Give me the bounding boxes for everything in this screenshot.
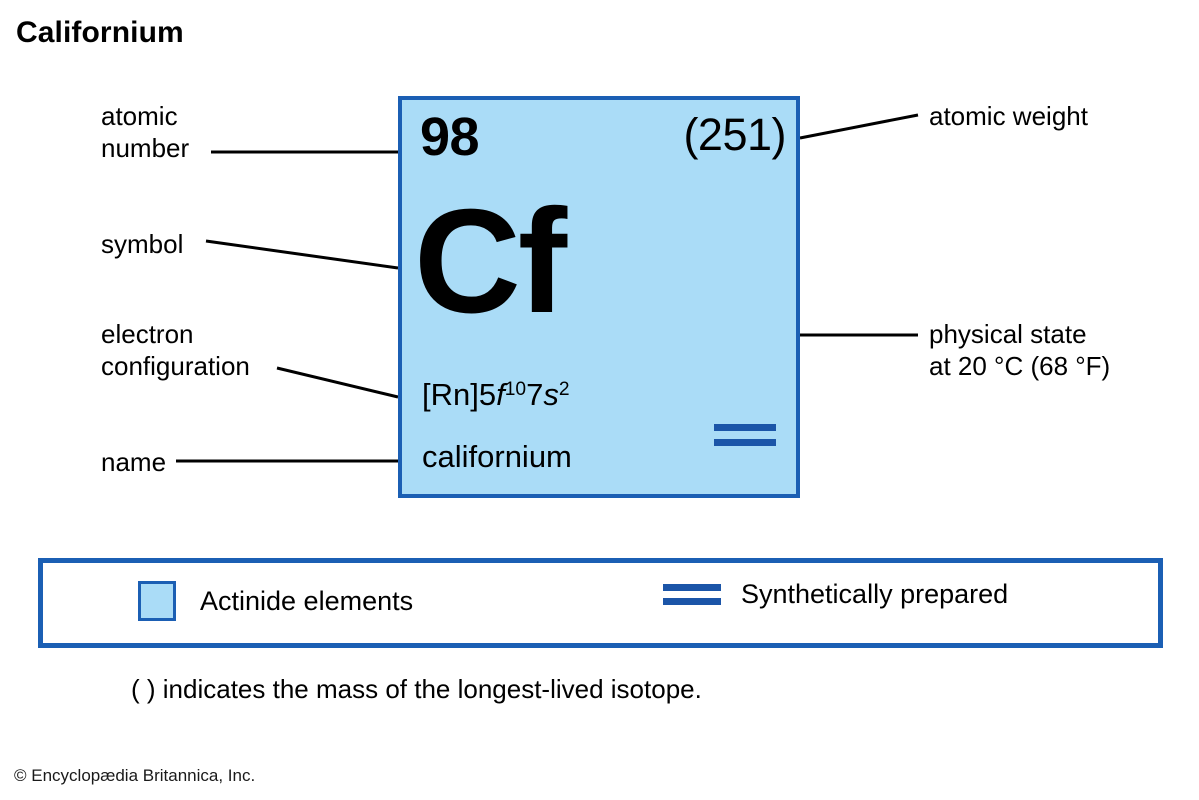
element-symbol: Cf [414, 179, 567, 344]
double-bar-icon-bottom [663, 598, 721, 605]
double-bar-icon [714, 424, 776, 446]
callout-atomic-number: atomic number [101, 101, 190, 163]
legend-item-label: Synthetically prepared [741, 579, 1009, 609]
legend: Actinide elements Synthetically prepared [38, 558, 1163, 648]
callout-electron-configuration: electron configuration [101, 319, 250, 381]
leader-line-electron-config [276, 366, 399, 399]
footnote: ( ) indicates the mass of the longest-li… [131, 674, 702, 704]
econfig-f-electrons: 10 [504, 379, 527, 401]
econfig-s-shell: 7 [526, 377, 544, 412]
color-swatch-icon [138, 581, 176, 621]
page-title: Californium [16, 16, 184, 49]
double-bar-icon [663, 584, 721, 605]
element-atomic-number: 98 [420, 107, 480, 167]
element-tile: 98 (251) Cf [Rn]5f107s2 californium [398, 96, 800, 498]
econfig-core: [Rn]5 [422, 377, 497, 412]
econfig-s-electrons: 2 [558, 379, 570, 401]
callout-physical-state: physical state at 20 °C (68 °F) [929, 319, 1111, 381]
double-bar-icon-top [663, 584, 721, 591]
double-bar-icon-top [714, 424, 776, 431]
copyright-credit: © Encyclopædia Britannica, Inc. [14, 766, 256, 785]
element-electron-configuration: [Rn]5f107s2 [422, 379, 570, 410]
element-atomic-weight: (251) [683, 109, 786, 160]
callout-name: name [101, 447, 167, 477]
legend-item-label: Actinide elements [200, 585, 414, 616]
callout-atomic-weight: atomic weight [929, 101, 1088, 131]
double-bar-icon-bottom [714, 439, 776, 446]
leader-line-atomic-weight [799, 113, 919, 140]
legend-item-actinide: Actinide elements [138, 581, 413, 621]
element-name: californium [422, 439, 572, 474]
legend-item-synthetic: Synthetically prepared [661, 581, 1008, 608]
econfig-f-orbital: f [496, 377, 505, 412]
callout-symbol: symbol [101, 229, 184, 259]
leader-line-symbol [205, 239, 399, 270]
econfig-s-orbital: s [543, 377, 559, 412]
